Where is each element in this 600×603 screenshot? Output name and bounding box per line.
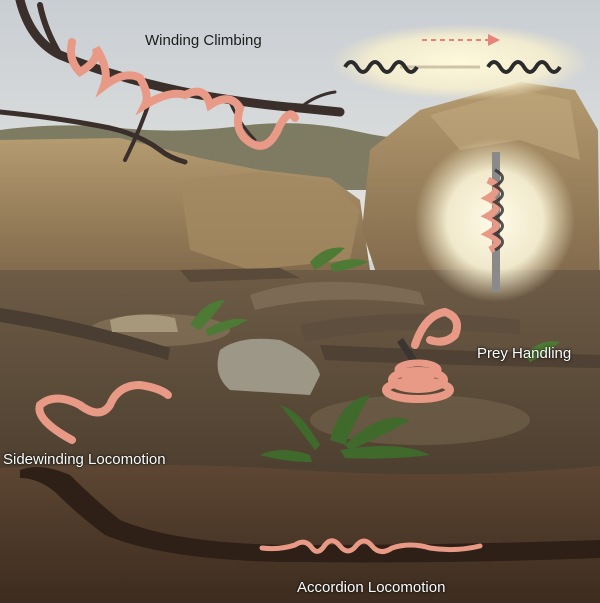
label-prey-handling: Prey Handling [477, 345, 572, 362]
burrow-tunnel [20, 466, 600, 563]
snake-prey-handling [382, 307, 461, 403]
soil-cross-section [0, 464, 600, 603]
helix-right [486, 60, 562, 74]
snake-accordion [259, 538, 483, 554]
glow-panel-top [330, 24, 590, 100]
snake-sidewinding [35, 380, 172, 444]
label-winding-climbing: Winding Climbing [145, 32, 262, 49]
log [250, 281, 425, 310]
label-sidewinding-locomotion: Sidewinding Locomotion [3, 451, 166, 468]
label-accordion-locomotion: Accordion Locomotion [297, 579, 446, 596]
helix-left [343, 60, 419, 74]
stone [217, 338, 320, 395]
fern [260, 395, 430, 462]
snake-winding-climbing [67, 38, 299, 150]
